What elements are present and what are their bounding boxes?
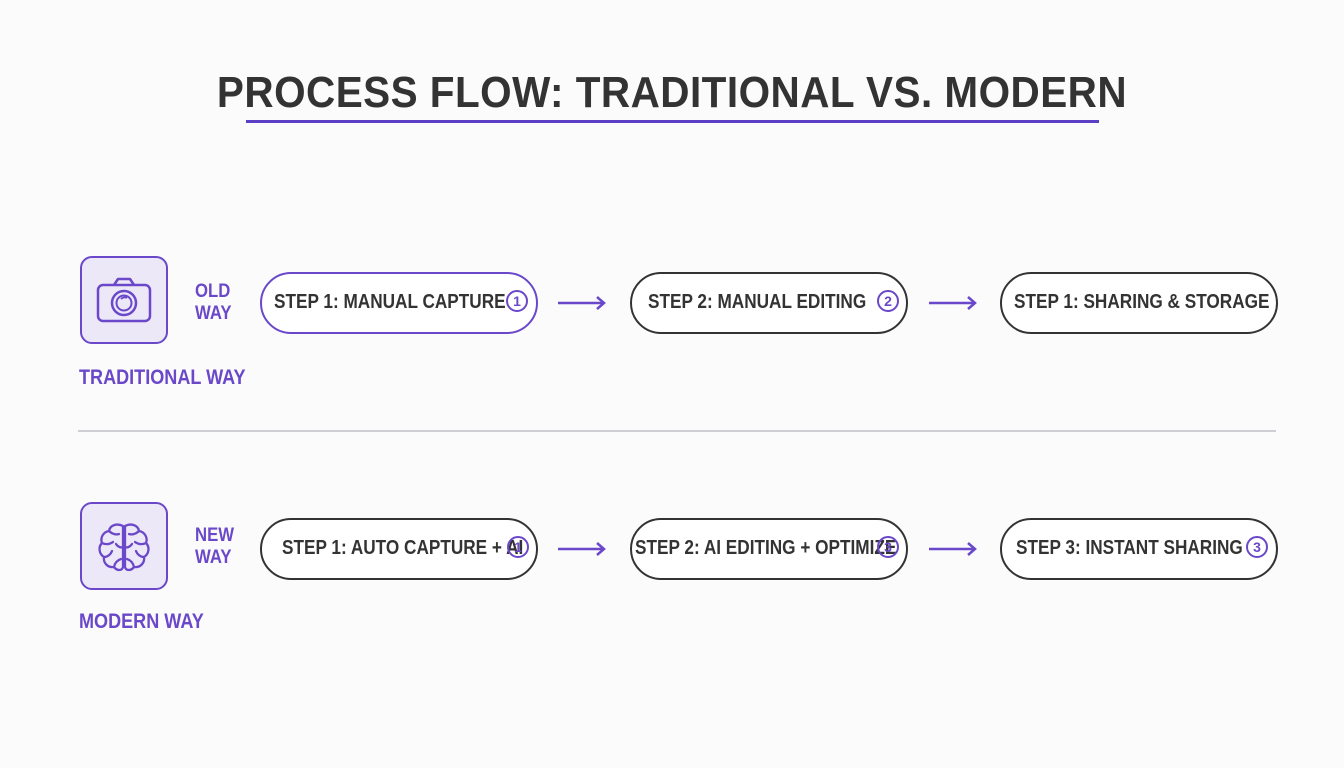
modern-icon-box [80, 502, 168, 590]
arrow-right-icon [929, 296, 977, 310]
traditional-step-2-badge: 2 [877, 290, 899, 312]
arrow-right-icon [929, 542, 977, 556]
modern-step-1-badge: 1 [507, 536, 529, 558]
traditional-icon-box [80, 256, 168, 344]
modern-step-3-badge: 3 [1246, 536, 1268, 558]
page-title: PROCESS FLOW: TRADITIONAL VS. MODERN [216, 68, 1128, 117]
traditional-step-2-label: STEP 2: MANUAL EDITING [648, 291, 867, 313]
modern-step-3: STEP 3: INSTANT SHARING 3 [1000, 518, 1278, 580]
new-way-tag-line1: NEW [195, 525, 235, 546]
traditional-step-1-label: STEP 1: MANUAL CAPTURE [274, 291, 506, 313]
traditional-step-1: STEP 1: MANUAL CAPTURE 1 [260, 272, 538, 334]
old-way-tag-line1: OLD [195, 281, 231, 302]
title-underline [246, 120, 1099, 123]
modern-step-3-label: STEP 3: INSTANT SHARING [1016, 537, 1243, 559]
traditional-step-1-badge: 1 [506, 290, 528, 312]
modern-step-1: STEP 1: AUTO CAPTURE + AI 1 [260, 518, 538, 580]
section-divider [78, 430, 1276, 432]
modern-step-2-label: STEP 2: AI EDITING + OPTIMIZE [635, 537, 897, 559]
new-way-tag-line2: WAY [195, 547, 232, 568]
brain-icon [98, 523, 150, 572]
traditional-way-label: TRADITIONAL WAY [79, 366, 246, 389]
traditional-step-3: STEP 1: SHARING & STORAGE [1000, 272, 1278, 334]
modern-step-1-label: STEP 1: AUTO CAPTURE + AI [282, 537, 524, 559]
modern-way-label: MODERN WAY [79, 610, 204, 633]
arrow-right-icon [558, 542, 606, 556]
modern-step-2-badge: 3 [877, 536, 899, 558]
traditional-step-3-label: STEP 1: SHARING & STORAGE [1014, 291, 1270, 313]
modern-step-2: STEP 2: AI EDITING + OPTIMIZE 3 [630, 518, 908, 580]
old-way-tag-line2: WAY [195, 303, 232, 324]
traditional-step-2: STEP 2: MANUAL EDITING 2 [630, 272, 908, 334]
old-way-tag: OLD WAY [195, 281, 232, 325]
new-way-tag: NEW WAY [195, 525, 234, 569]
arrow-right-icon [558, 296, 606, 310]
camera-icon [96, 277, 152, 323]
